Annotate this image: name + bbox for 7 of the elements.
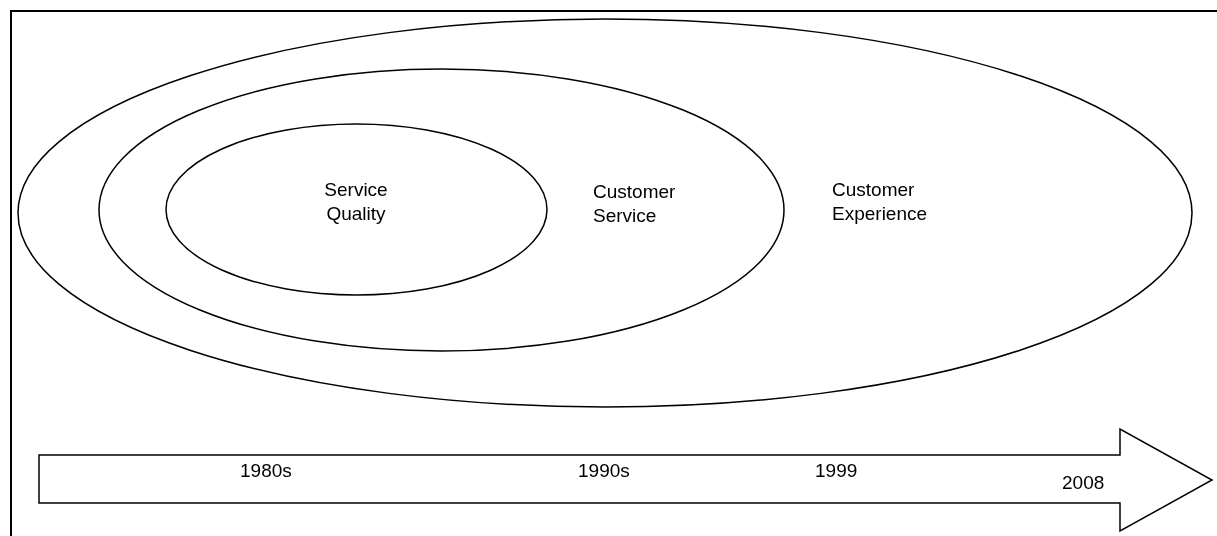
year-label: 1990s (578, 459, 631, 483)
year-label: 1999 (815, 459, 859, 483)
year-label: 2008 (1062, 471, 1106, 495)
year-label: 1980s (240, 459, 293, 483)
circle-label: Customer Experience (832, 178, 929, 226)
circle-label: Service Quality (323, 178, 389, 226)
circle-label: Customer Service (593, 180, 677, 228)
